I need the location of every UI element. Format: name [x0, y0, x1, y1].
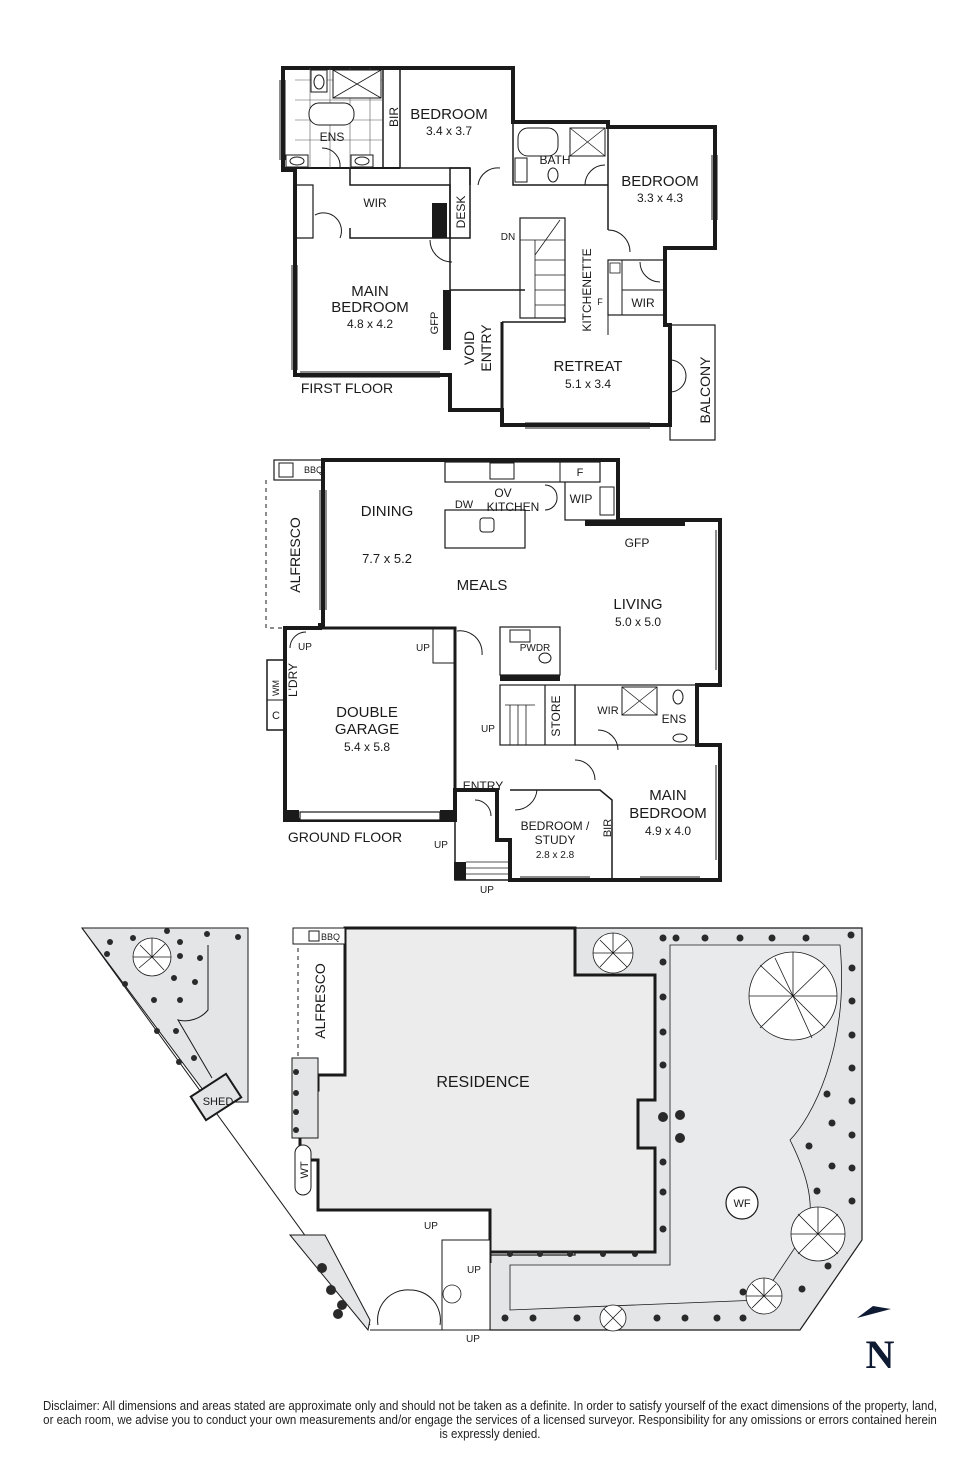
svg-text:ENS: ENS	[662, 712, 687, 726]
svg-text:5.1 x 3.4: 5.1 x 3.4	[565, 377, 611, 391]
svg-text:KITCHENETTE: KITCHENETTE	[580, 248, 594, 331]
svg-text:C: C	[272, 710, 280, 722]
svg-text:4.8 x 4.2: 4.8 x 4.2	[347, 317, 393, 331]
svg-text:F: F	[577, 467, 584, 479]
svg-text:UP: UP	[298, 642, 312, 653]
svg-text:GARAGE: GARAGE	[335, 721, 399, 738]
svg-text:VOID: VOID	[461, 331, 477, 365]
svg-text:ALFRESCO: ALFRESCO	[287, 517, 303, 593]
svg-text:N: N	[866, 1332, 895, 1377]
svg-text:BBQ: BBQ	[304, 465, 323, 475]
svg-text:BEDROOM: BEDROOM	[331, 299, 409, 316]
tree-icons	[132, 932, 846, 1332]
svg-text:L'DRY: L'DRY	[286, 663, 300, 697]
svg-text:BIR: BIR	[602, 819, 614, 837]
svg-text:OV: OV	[494, 486, 511, 500]
svg-text:WIP: WIP	[570, 492, 593, 506]
svg-text:MAIN: MAIN	[649, 787, 687, 804]
svg-text:3.3 x 4.3: 3.3 x 4.3	[637, 191, 683, 205]
svg-text:UP: UP	[434, 840, 448, 851]
room-dims: 3.4 x 3.7	[426, 124, 472, 138]
svg-text:WF: WF	[733, 1198, 750, 1210]
svg-text:BEDROOM: BEDROOM	[621, 173, 699, 190]
svg-text:WIR: WIR	[363, 196, 387, 210]
svg-text:UP: UP	[480, 885, 494, 896]
svg-text:MEALS: MEALS	[457, 577, 508, 594]
svg-text:2.8 x 2.8: 2.8 x 2.8	[536, 850, 575, 861]
ground-floor-plan	[265, 458, 722, 882]
svg-text:ENTRY: ENTRY	[478, 324, 494, 372]
svg-text:DESK: DESK	[454, 196, 468, 229]
svg-text:UP: UP	[424, 1221, 438, 1232]
svg-text:KITCHEN: KITCHEN	[487, 500, 540, 514]
svg-text:WM: WM	[271, 680, 281, 696]
svg-text:BBQ: BBQ	[321, 932, 340, 942]
first-floor-labels: BEDROOM 3.4 x 3.7 BEDROOM 3.3 x 4.3 MAIN…	[301, 106, 713, 423]
svg-text:5.0 x 5.0: 5.0 x 5.0	[615, 615, 661, 629]
svg-text:STUDY: STUDY	[535, 833, 576, 847]
first-floor-plan	[279, 66, 718, 441]
svg-text:F: F	[597, 297, 603, 307]
svg-text:GFP: GFP	[429, 312, 441, 335]
svg-text:SHED: SHED	[203, 1096, 234, 1108]
svg-text:UP: UP	[481, 724, 495, 735]
svg-text:DN: DN	[501, 232, 515, 243]
room-name: BEDROOM	[410, 106, 488, 123]
site-plan-labels: BBQ ALFRESCO RESIDENCE SHED WT WF UP UP …	[203, 932, 751, 1345]
svg-text:UP: UP	[466, 1334, 480, 1345]
residence-label: RESIDENCE	[436, 1074, 529, 1091]
svg-text:BEDROOM /: BEDROOM /	[521, 819, 590, 833]
svg-text:5.4 x 5.8: 5.4 x 5.8	[344, 740, 390, 754]
svg-text:ENTRY: ENTRY	[463, 779, 503, 793]
disclaimer-text: Disclaimer: All dimensions and areas sta…	[42, 1399, 938, 1441]
svg-text:ALFRESCO: ALFRESCO	[312, 963, 328, 1039]
first-floor-title: FIRST FLOOR	[301, 380, 393, 396]
svg-text:UP: UP	[416, 643, 430, 654]
svg-text:DW: DW	[455, 499, 474, 511]
svg-text:BALCONY: BALCONY	[697, 356, 713, 424]
svg-text:WIR: WIR	[631, 296, 655, 310]
svg-text:ENS: ENS	[320, 130, 345, 144]
svg-text:BATH: BATH	[539, 153, 570, 167]
svg-text:PWDR: PWDR	[520, 643, 551, 654]
svg-text:DOUBLE: DOUBLE	[336, 704, 398, 721]
svg-text:GFP: GFP	[625, 536, 650, 550]
svg-text:WT: WT	[299, 1161, 311, 1178]
svg-text:7.7 x 5.2: 7.7 x 5.2	[362, 551, 412, 566]
svg-text:UP: UP	[467, 1265, 481, 1276]
svg-text:MAIN: MAIN	[351, 283, 389, 300]
svg-text:4.9 x 4.0: 4.9 x 4.0	[645, 824, 691, 838]
svg-text:LIVING: LIVING	[613, 596, 662, 613]
svg-text:RETREAT: RETREAT	[554, 358, 623, 375]
svg-text:STORE: STORE	[549, 695, 563, 736]
svg-text:BEDROOM: BEDROOM	[629, 805, 707, 822]
site-plan	[81, 926, 863, 1332]
ground-floor-labels: BBQ ALFRESCO DINING 7.7 x 5.2 MEALS LIVI…	[271, 465, 707, 896]
svg-text:BIR: BIR	[387, 107, 401, 127]
north-compass-icon: N	[857, 1306, 895, 1377]
svg-text:DINING: DINING	[361, 503, 414, 520]
svg-text:WIR: WIR	[597, 705, 618, 717]
ground-floor-title: GROUND FLOOR	[288, 829, 402, 845]
